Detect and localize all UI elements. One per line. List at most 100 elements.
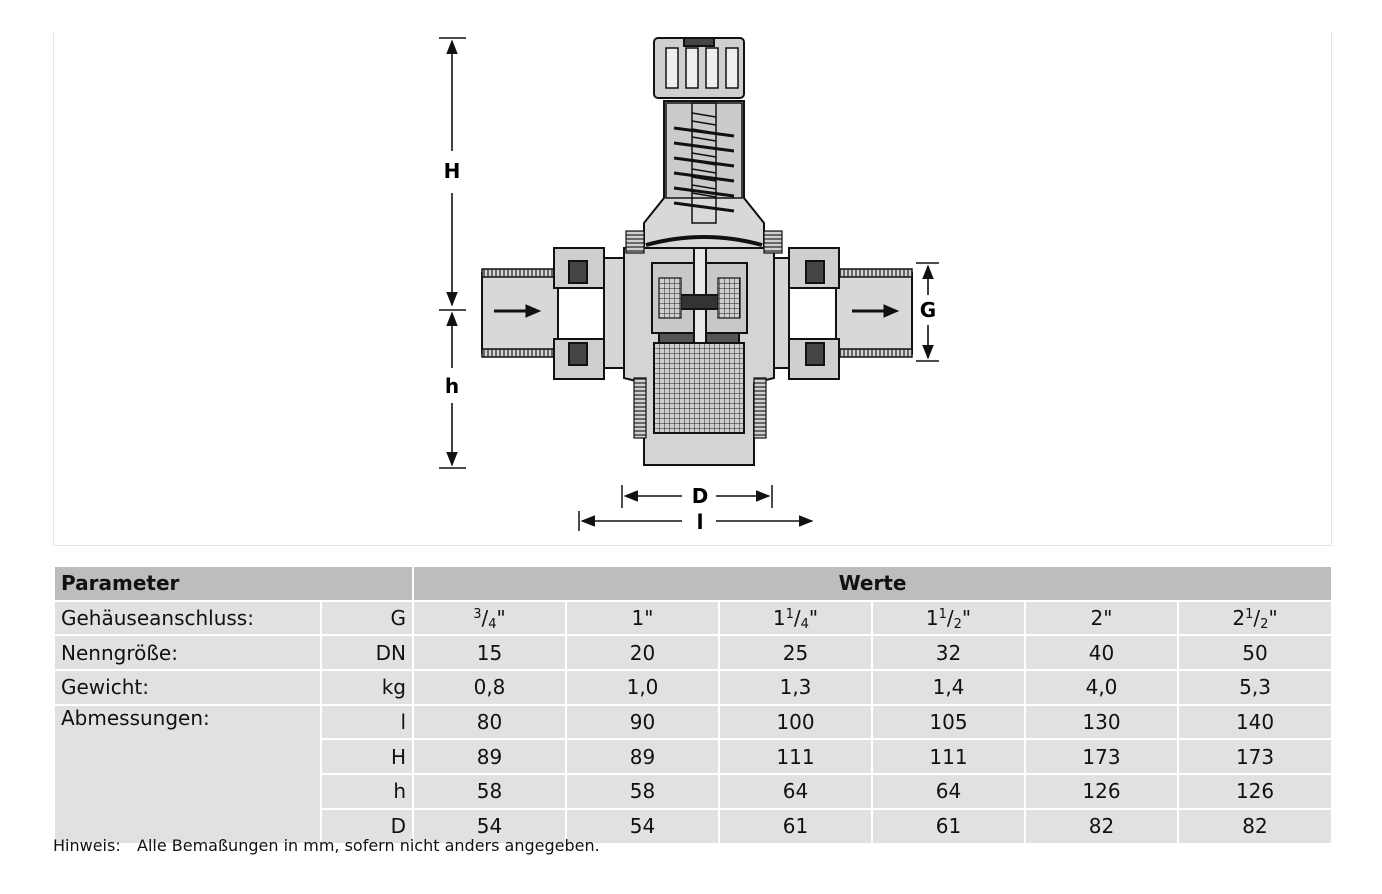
value-cell: 15 — [412, 634, 567, 672]
row-label: Gehäuseanschluss: — [53, 599, 322, 637]
svg-text:H: H — [444, 159, 461, 183]
row-label: Abmessungen: — [53, 703, 322, 845]
value-cell: 82 — [1024, 807, 1179, 845]
value-cell: 111 — [718, 738, 873, 776]
footnote-lead: Hinweis: — [53, 836, 121, 855]
valve-body — [481, 37, 913, 466]
dimension-l: l — [578, 510, 814, 534]
value-cell: 2" — [1024, 599, 1179, 637]
unit-inch: " — [1103, 606, 1113, 631]
row-symbol: H — [320, 738, 414, 776]
row-symbol: l — [320, 703, 414, 741]
value-cell: 105 — [871, 703, 1026, 741]
value-cell: 21/2" — [1176, 599, 1334, 637]
value-cell: 64 — [871, 773, 1026, 810]
value-cell: 80 — [412, 703, 567, 741]
value-cell: 140 — [1176, 703, 1334, 741]
dimension-h: h — [439, 311, 466, 469]
value-cell: 1,3 — [718, 669, 873, 706]
value-cell: 11/2" — [871, 599, 1026, 637]
value-cell: 130 — [1024, 703, 1179, 741]
fraction-numerator: 1 — [1245, 607, 1254, 623]
unit-inch: " — [808, 606, 819, 631]
header-values: Werte — [411, 565, 1334, 602]
value-cell: 58 — [412, 773, 567, 810]
value-cell: 1" — [565, 599, 720, 637]
row-symbol: DN — [320, 634, 414, 672]
unit-inch: " — [961, 606, 972, 631]
table-header-row: Parameter Werte — [53, 565, 1334, 602]
svg-text:l: l — [697, 510, 704, 534]
footnote: Hinweis: Alle Bemaßungen in mm, sofern ni… — [53, 836, 600, 855]
fraction-denominator: 2 — [1260, 617, 1269, 633]
value-cell: 61 — [871, 807, 1026, 845]
value-cell: 126 — [1176, 773, 1334, 810]
value-cell: 20 — [565, 634, 720, 672]
value-cell: 90 — [565, 703, 720, 741]
fraction-whole: 2 — [1232, 606, 1246, 631]
fraction-numerator: 3 — [473, 607, 482, 623]
value-cell: 111 — [871, 738, 1026, 776]
dimension-H: H — [439, 37, 466, 307]
value-cell: 25 — [718, 634, 873, 672]
fraction-whole: 1 — [925, 606, 939, 631]
pressure-reducer-diagram: H h G D l — [439, 37, 939, 534]
unit-inch: " — [496, 606, 506, 631]
value-cell: 173 — [1176, 738, 1334, 776]
value-cell: 3/4" — [412, 599, 567, 637]
value-cell: 54 — [412, 807, 567, 845]
svg-text:G: G — [920, 298, 936, 322]
value-cell: 40 — [1024, 634, 1179, 672]
value-cell: 89 — [412, 738, 567, 776]
technical-drawing-panel: H h G D l — [53, 33, 1332, 546]
value-cell: 82 — [1176, 807, 1334, 845]
row-symbol: kg — [320, 669, 414, 706]
unit-inch: " — [1268, 606, 1278, 631]
value-cell: 89 — [565, 738, 720, 776]
fraction-numerator: 1 — [938, 607, 947, 623]
value-cell: 58 — [565, 773, 720, 810]
value-cell: 173 — [1024, 738, 1179, 776]
dimension-D: D — [621, 484, 773, 508]
value-cell: 5,3 — [1176, 669, 1334, 706]
row-label: Gewicht: — [53, 669, 322, 706]
value-cell: 1,0 — [565, 669, 720, 706]
value-cell: 100 — [718, 703, 873, 741]
row-symbol: h — [320, 773, 414, 810]
row-symbol: G — [320, 599, 414, 637]
fraction-denominator: 4 — [488, 617, 497, 633]
footnote-text: Alle Bemaßungen in mm, sofern nicht ande… — [137, 836, 600, 855]
value-cell: 11/4" — [718, 599, 873, 637]
value-cell: 50 — [1176, 634, 1334, 672]
value-cell: 32 — [871, 634, 1026, 672]
svg-text:D: D — [692, 484, 709, 508]
fraction-denominator: 2 — [953, 617, 962, 633]
dimension-G: G — [916, 262, 939, 362]
fraction-denominator: 4 — [800, 617, 809, 633]
fraction-whole: 2 — [1090, 606, 1104, 631]
value-cell: 1,4 — [871, 669, 1026, 706]
flow-arrows — [494, 304, 900, 318]
value-cell: 54 — [565, 807, 720, 845]
value-cell: 4,0 — [1024, 669, 1179, 706]
row-label: Nenngröße: — [53, 634, 322, 672]
header-parameter: Parameter — [53, 565, 414, 602]
value-cell: 126 — [1024, 773, 1179, 810]
fraction-whole: 1 — [772, 606, 786, 631]
value-cell: 0,8 — [412, 669, 567, 706]
fraction-whole: 1 — [631, 606, 645, 631]
svg-text:h: h — [445, 374, 459, 398]
value-cell: 61 — [718, 807, 873, 845]
unit-inch: " — [644, 606, 654, 631]
fraction-numerator: 1 — [785, 607, 794, 623]
value-cell: 64 — [718, 773, 873, 810]
